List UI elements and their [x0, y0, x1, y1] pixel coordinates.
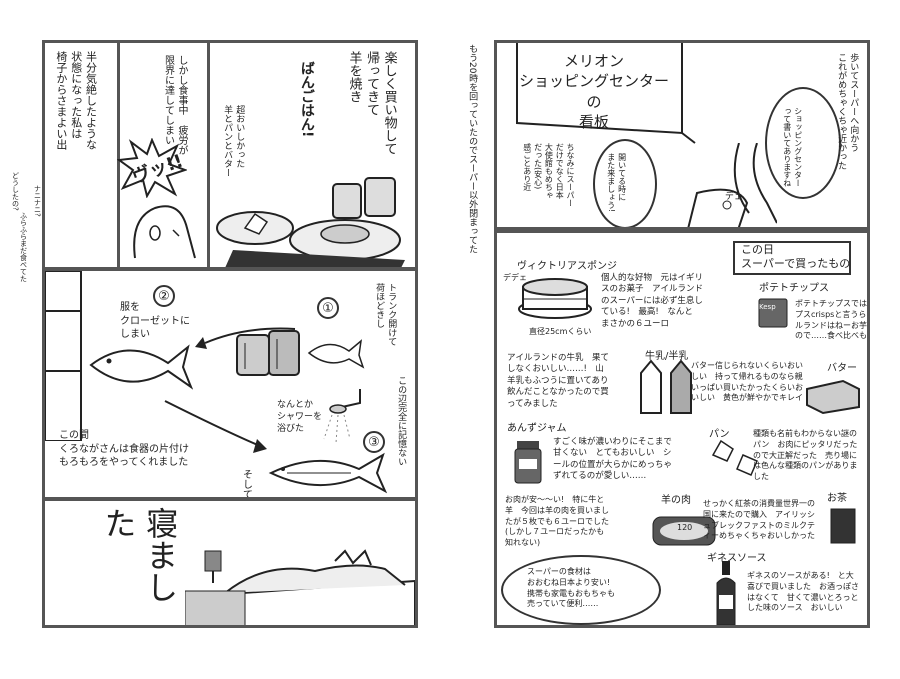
panel-shopping: この日 スーパーで買ったもの ヴィクトリアスポンジ デデェ 直径25cmくらい … [494, 230, 870, 628]
item-name: ポテトチップス [759, 283, 829, 294]
fish-character [687, 143, 777, 227]
step-2-text: 服を クローゼットに しまい [120, 302, 190, 340]
burst-icon [117, 138, 187, 198]
item-desc: ギネスのソースがある! と大 喜びで買いました お酒っぽさ はなくて 甘くて濃い… [747, 571, 859, 613]
bread-icon [711, 439, 758, 476]
side-bubble-2: ナニナニ? [33, 185, 42, 217]
item-sfx: デデェ [503, 273, 527, 282]
closed-note: もう20時を回っていたのでスーパー以外閉まってた [467, 44, 478, 254]
item-desc: お肉が安〜〜い! 特に牛と 羊 今回は羊の肉を買いまし たが５枚でも６ユーロでし… [505, 495, 609, 548]
bubble-open-again [593, 139, 657, 227]
jam-icon [514, 441, 542, 484]
cake-icon [518, 278, 592, 319]
fish-character [89, 344, 193, 390]
bubble-shopping-text: ショッピングセンター って書いてありますね [782, 107, 803, 187]
step-3-number: ③ [363, 431, 385, 453]
item-desc: せっかく紅茶の消費量世界一の 国に来たので購入 アイリッシ ュブレックファストの… [703, 499, 815, 541]
item-desc: 種類も名前もわからない謎の パン お肉にピッタリだった ので大正解だった 売り場… [753, 429, 858, 482]
memory-note: この辺完全に記憶ない [396, 376, 407, 466]
step-2-number: ② [153, 285, 175, 307]
luggage-illustration [236, 330, 300, 376]
caption-col3: ばんごはん! [298, 61, 315, 138]
left-page: 半分気絶したような 状態になった私は 椅子からさまよい出 しかし食事中 疲労が … [11, 40, 418, 628]
sfx-dee: デェ [725, 192, 744, 202]
flow-arrows [164, 327, 296, 453]
bubble-open-again-text: 開いてる時に また来ましょう! [606, 153, 627, 213]
bubble-food-text: スーパーの食材は おおむね日本より安い! 携帯も家電もおもちゃも 売っていて便利… [527, 567, 615, 609]
soshite-label: そして [240, 469, 252, 499]
big-fish [268, 452, 387, 494]
bubble-shopping [765, 87, 841, 199]
note-delicious: 超おいしかった 羊とパンとバター [222, 105, 245, 177]
chips-label: Kesp [759, 303, 776, 311]
walk-caption: 歩いてスーパーへ向かう これがめちゃくちゃ近かった [836, 53, 859, 170]
caption-col4: 楽しく買い物して 帰ってきて 羊を焼き [346, 51, 397, 155]
tea-box-icon [830, 508, 856, 544]
item-desc: すごく味が濃いわりにそこまで 甘くない とてもおいしい シ ールの位置が大らかに… [553, 437, 673, 482]
item-name: パン [709, 429, 730, 440]
character-face [133, 205, 196, 259]
header-box [733, 241, 851, 275]
chips-icon [758, 298, 788, 328]
step-3-text: なんとか シャワーを 浴びた [277, 400, 323, 435]
bed-illustration [185, 549, 415, 625]
item-name: 羊の肉 [661, 495, 691, 506]
item-desc: アイルランドの牛乳 果て しなくおいしい……! 山 羊乳もふつうに置いてあり 飲… [507, 353, 610, 409]
sign-text: メリオン ショッピングセンター の 看板 [518, 52, 669, 131]
side-note: ふらふらまだ食べてた [19, 212, 28, 282]
item-desc: ポテトチップスではなくクリス プスcrispsと言うらしい アイ ルランドはねー… [795, 299, 867, 341]
sign-board [516, 43, 696, 144]
embassy-note: ちなみにスーパー だけでなく日本 大使館もめちゃ だった(安心) 感ごとあり近 [522, 143, 575, 207]
kuronaga-note: この間 くろながさんは食器の片付け もろもろをやってくれました [59, 430, 189, 468]
small-fish [307, 339, 365, 369]
item-desc: バター信じられないくらいおい しい 持って帰れるものなら親 いっぱい買いたかった… [691, 361, 803, 403]
divider [207, 43, 210, 267]
item-name: バター [827, 363, 857, 374]
item-name: 牛乳/半乳 [645, 351, 689, 362]
meat-icon [652, 516, 716, 546]
bottle-icon [716, 561, 736, 625]
side-bubble-1: どうしたの? [11, 172, 20, 211]
meat-label: 120 [677, 523, 693, 532]
caption-col2: しかし食事中 疲労が 限界に達してしまい [162, 55, 188, 155]
item-desc: 個人的な好物 元はイギリ スのお菓子 アイルランド のスーパーには必ず生息し て… [601, 273, 704, 329]
caption-col1: 半分気絶したような 状態になった私は 椅子からさまよい出 [54, 51, 98, 150]
item-name: お茶 [827, 493, 847, 504]
sleep-title: 寝ました [99, 507, 180, 603]
panel-sleep: 寝ました [42, 498, 418, 628]
step-1-number: ① [317, 297, 339, 319]
panel-sign: メリオン ショッピングセンター の 看板 ちなみにスーパー だけでなく日本 大使… [494, 40, 870, 230]
item-name: あんずジャム [507, 423, 567, 434]
header-text: この日 スーパーで買ったもの [741, 243, 851, 271]
item-name: ヴィクトリアスポンジ [517, 261, 617, 272]
butter-icon [806, 379, 860, 415]
bubble-food [501, 555, 661, 625]
divider [117, 43, 120, 267]
dinner-illustration [216, 177, 405, 267]
panel-dinner: 半分気絶したような 状態になった私は 椅子からさまよい出 しかし食事中 疲労が … [42, 40, 418, 270]
milk-icon [640, 359, 692, 414]
shower-icon [323, 389, 361, 444]
item-note: 直径25cmくらい [529, 327, 592, 336]
step-1-text: トランク開けて 荷ほどきし [374, 283, 397, 346]
panel-unpacking: ② 服を クローゼットに しまい ① トランク開けて 荷ほどきし なんとか シャ… [42, 268, 418, 500]
item-name: ギネスソース [707, 553, 767, 564]
right-page: もう20時を回っていたのでスーパー以外閉まってた メリオン ショッピングセンター… [450, 0, 900, 679]
closet-illustration [45, 271, 82, 441]
